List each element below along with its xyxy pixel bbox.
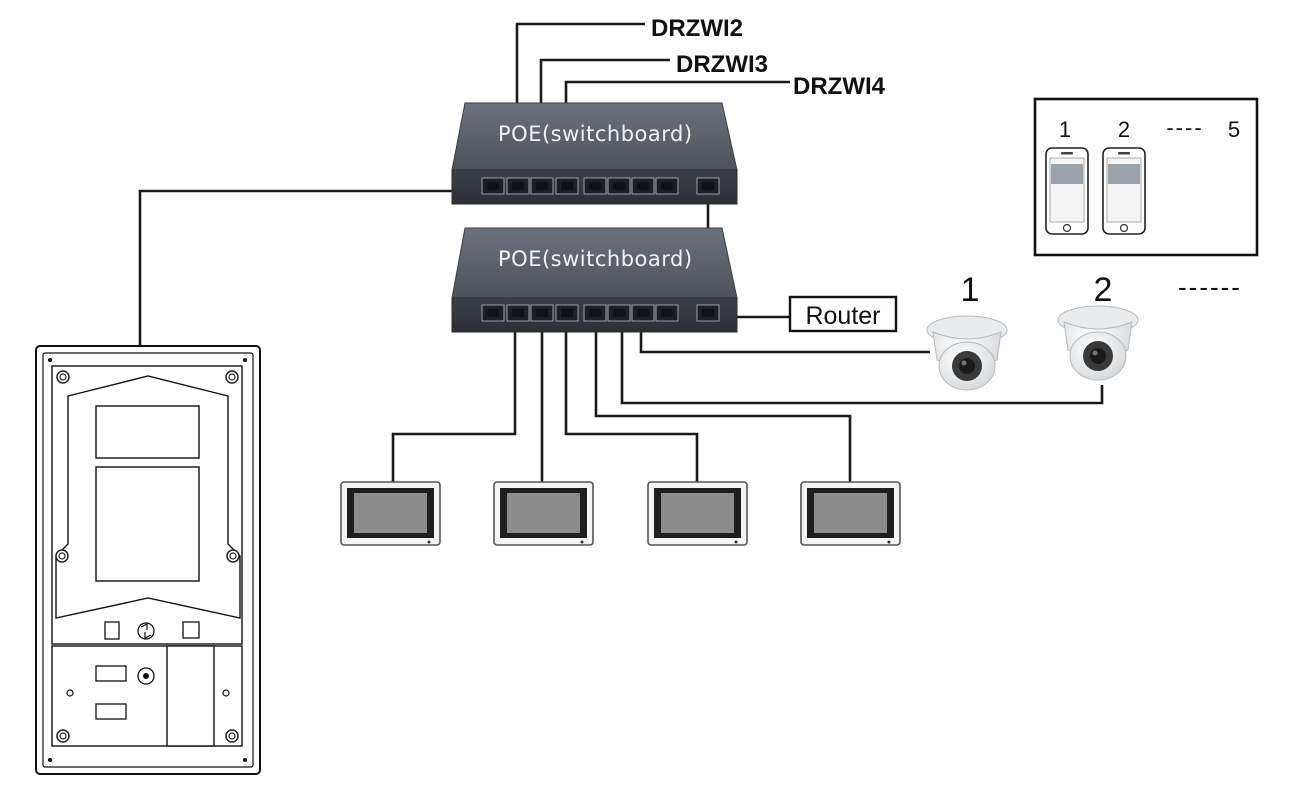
phones-panel: 1 2 ---- 5 (1033, 97, 1259, 257)
camera-1-number: 1 (961, 271, 980, 309)
wire-monitor-3 (564, 322, 699, 482)
wire-monitor-1 (391, 322, 517, 482)
indoor-monitor-icon (493, 481, 594, 546)
indoor-monitors (340, 481, 901, 546)
dome-camera-icon (926, 315, 1008, 391)
indoor-monitor-icon (647, 481, 748, 546)
router-box: Router (788, 295, 898, 333)
smartphone-icon (1045, 147, 1089, 235)
indoor-monitor-icon (340, 481, 441, 546)
door-station-label-4: DRZWI4 (793, 73, 886, 100)
cameras-more-dashes: ------ (1178, 272, 1242, 302)
wire-door-station-uplink (138, 189, 492, 348)
phone-range-dashes: ---- (1166, 115, 1203, 140)
outdoor-door-station-icon (35, 345, 261, 775)
phone-number-last: 5 (1228, 117, 1240, 142)
phone-number-second: 2 (1118, 117, 1130, 142)
switch-bottom-label: POE(switchboard) (498, 247, 693, 271)
camera-2-number: 2 (1094, 271, 1113, 309)
wire-camera-2 (620, 322, 1104, 405)
dome-camera-icon (1057, 305, 1139, 381)
phone-number-first: 1 (1059, 117, 1071, 142)
router-label: Router (805, 302, 880, 330)
door-station-label-3: DRZWI3 (676, 51, 768, 78)
door-station-label-2: DRZWI2 (651, 15, 743, 42)
poe-switch-bottom: POE(switchboard) (451, 227, 738, 333)
indoor-monitor-icon (800, 481, 901, 546)
switch-top-label: POE(switchboard) (498, 122, 693, 146)
smartphone-icon (1102, 147, 1146, 235)
poe-switch-top: POE(switchboard) (451, 102, 738, 205)
wire-monitor-4 (594, 322, 852, 482)
